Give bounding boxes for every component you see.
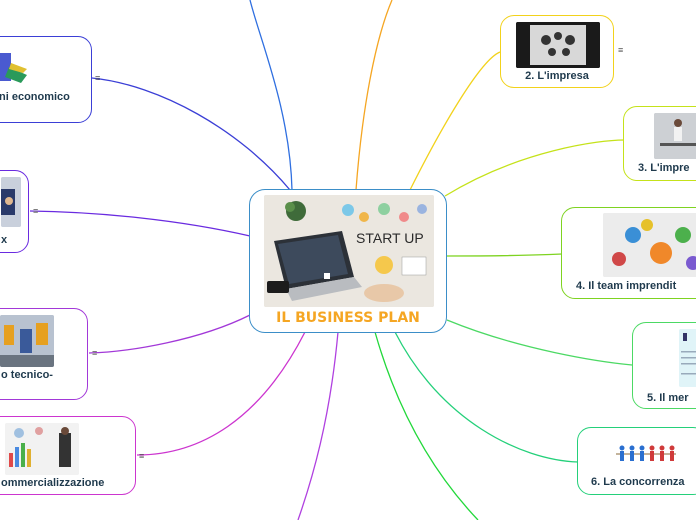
branch-commerc <box>136 331 306 456</box>
branch-tecnico <box>88 314 251 354</box>
team-gears-image <box>603 213 696 277</box>
startup-image: START UP <box>264 195 434 307</box>
branch-economico <box>91 77 291 191</box>
menu-icon[interactable]: ≡ <box>92 348 98 358</box>
node-label: ommercializzazione <box>1 477 105 489</box>
tug-of-war-image <box>614 440 678 466</box>
menu-icon[interactable]: ≡ <box>33 206 39 216</box>
center-node[interactable]: START UP IL BUSINESS PLAN <box>249 189 447 333</box>
branch-imprenditore <box>444 139 625 197</box>
node-label: 2. L'impresa <box>525 70 589 82</box>
menu-icon[interactable]: ≡ <box>139 451 145 461</box>
branch-concorrenza <box>394 331 579 463</box>
node-economico[interactable]: ni economico <box>0 36 92 123</box>
node-mercato[interactable]: 5. Il mer <box>632 322 696 409</box>
center-title: IL BUSINESS PLAN <box>276 310 420 326</box>
node-label: 3. L'impre <box>638 162 690 174</box>
gears-image <box>516 22 600 68</box>
node-team[interactable]: 4. Il team imprendit <box>561 207 696 299</box>
branch-bottom-green <box>374 331 479 520</box>
node-concorrenza[interactable]: 6. La concorrenza <box>577 427 696 495</box>
factory-image <box>0 315 54 367</box>
branch-team <box>446 253 563 257</box>
node-label: x <box>1 234 8 246</box>
node-label: o tecnico- <box>1 369 53 381</box>
node-imprenditore[interactable]: 3. L'impre <box>623 106 696 181</box>
branch-top-orange <box>355 0 393 191</box>
node-impresa[interactable]: 2. L'impresa <box>500 15 614 88</box>
businessman-image <box>654 113 696 159</box>
document-image <box>679 329 696 387</box>
node-label: 5. Il mer <box>647 392 689 404</box>
menu-icon[interactable]: ≡ <box>618 45 624 55</box>
node-commercializzazione[interactable]: ommercializzazione <box>0 416 136 495</box>
node-label: ni economico <box>0 91 70 103</box>
branch-bottom-purple <box>297 331 339 520</box>
node-label: 4. Il team imprendit <box>576 280 677 292</box>
branch-top-blue <box>249 0 293 191</box>
node-tecnico[interactable]: o tecnico- <box>0 308 88 400</box>
handshake-image <box>1 177 21 227</box>
node-x[interactable]: x <box>0 170 29 253</box>
node-label: 6. La concorrenza <box>591 476 685 488</box>
menu-icon[interactable]: ≡ <box>95 73 101 83</box>
branch-mercato <box>446 319 633 366</box>
branch-impresa <box>409 51 501 191</box>
presentation-image <box>5 423 79 475</box>
startup-text: START UP <box>356 230 424 246</box>
money-image <box>0 49 29 85</box>
branch-x <box>29 210 251 237</box>
